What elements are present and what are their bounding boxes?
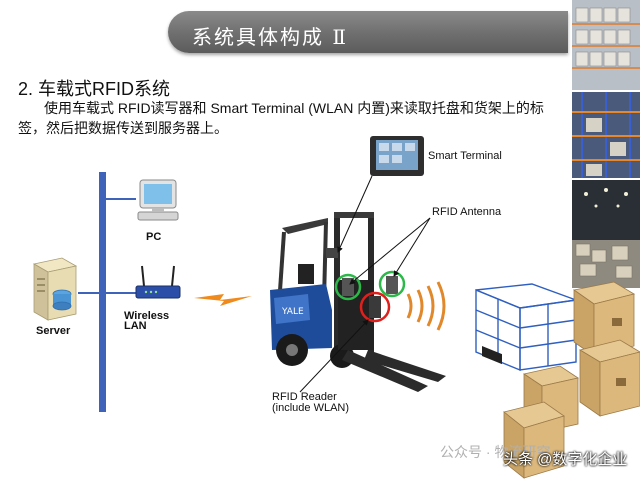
network-bus: [99, 172, 106, 412]
watermark-strong: 头条 @数字化企业: [503, 451, 628, 468]
warehouse-interior-photo: [572, 180, 640, 288]
warehouse-shelves-photo: [572, 0, 640, 90]
section-heading: 2. 车载式RFID系统: [18, 79, 171, 99]
rfid-reader-label-line2: (include WLAN): [272, 402, 350, 414]
rfid-reader-label-line1: RFID Reader: [272, 391, 337, 403]
reader-arrow: [299, 319, 369, 393]
wireless-label-line1: Wireless: [124, 310, 170, 322]
pallet-cage-image: [475, 283, 577, 372]
wireless-signal-icon: [194, 294, 252, 306]
smart-terminal-arrow: [337, 175, 373, 253]
title-banner: 系统具体构成 Ⅱ: [168, 11, 568, 53]
pc-icon: [137, 179, 179, 221]
racking-illustration: [572, 92, 640, 178]
antenna-arrow-right: [393, 217, 431, 277]
antenna-arrow-left: [349, 217, 431, 285]
server-icon: [32, 257, 78, 321]
description-text: 使用车载式 RFID读写器和 Smart Terminal (WLAN 内置)来…: [18, 100, 544, 136]
forklift-image: YALE: [268, 210, 460, 400]
wlan-connector: [106, 292, 136, 294]
smart-terminal-label: Smart Terminal: [428, 150, 502, 162]
cardboard-boxes-image: [503, 281, 640, 479]
warehouse-interior-illustration: [572, 180, 640, 288]
server-label: Server: [36, 325, 71, 337]
shelves-illustration: [572, 0, 640, 90]
server-connector: [78, 292, 100, 294]
wireless-router-icon: [135, 265, 181, 299]
page-title: 系统具体构成 Ⅱ: [192, 25, 348, 49]
section-description: 使用车载式 RFID读写器和 Smart Terminal (WLAN 内置)来…: [18, 98, 566, 138]
pc-label: PC: [146, 231, 162, 243]
rfid-antenna-label: RFID Antenna: [432, 206, 502, 218]
pc-connector: [106, 198, 136, 200]
watermark-faint: 公众号 · 物流研究: [440, 444, 551, 460]
warehouse-photo-strip: [572, 0, 640, 288]
forklift-brand: YALE: [281, 307, 304, 317]
racking-photo: [572, 92, 640, 178]
wireless-label-line2: LAN: [124, 320, 147, 332]
smart-terminal-icon: [370, 136, 424, 176]
